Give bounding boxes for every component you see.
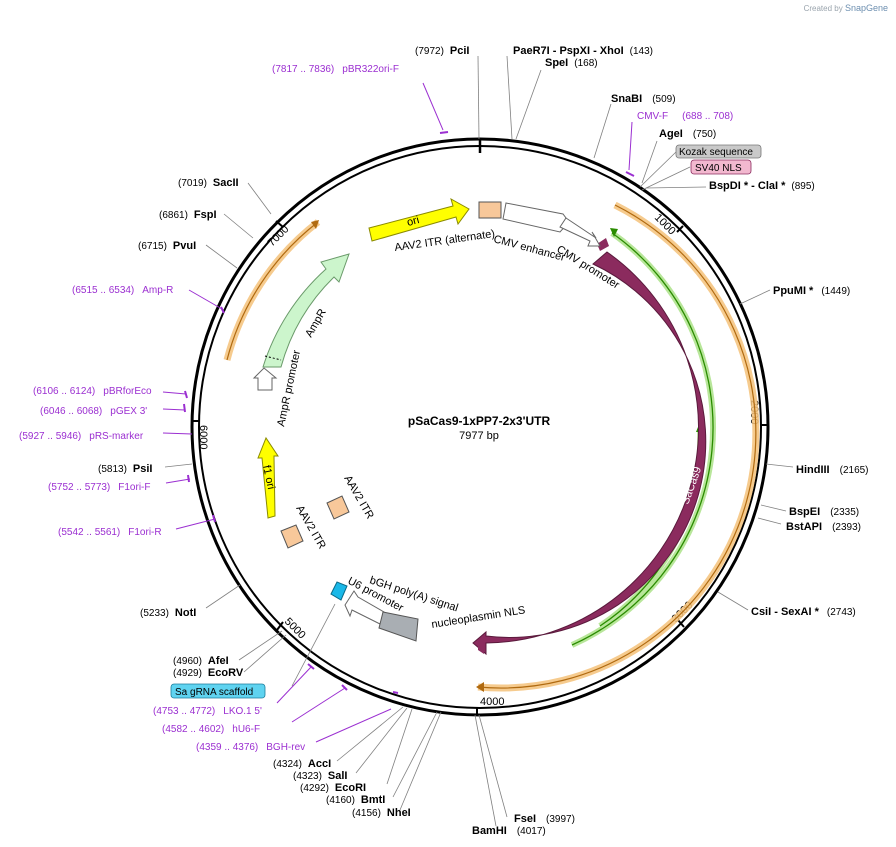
primer-lko1: (4753 .. 4772)LKO.1 5'	[153, 706, 262, 717]
site-csii: CsiI - SexAI *(2743)	[751, 606, 856, 618]
primer-pgex3: (6046 .. 6068)pGEX 3'	[40, 406, 147, 417]
site-agei: AgeI(750)	[659, 128, 716, 140]
site-leaders	[164, 55, 794, 827]
site-hindiii: HindIII(2165)	[796, 464, 869, 476]
u6-promoter-feature[interactable]	[330, 581, 348, 601]
site-psii: (5813)PsiI	[98, 463, 152, 475]
orange-band-arrow	[476, 682, 484, 692]
snapgene-logo: SnapGene	[844, 3, 888, 13]
orange-band-left-arrow	[311, 220, 319, 229]
site-bmti: (4160)BmtI	[326, 794, 385, 806]
green-line-outer	[571, 232, 714, 646]
sv40-leader	[641, 166, 691, 191]
primer-f1ori-r: (5542 .. 5561)F1ori-R	[58, 527, 162, 538]
sagrna-leader	[291, 603, 336, 687]
ori-feature[interactable]	[368, 197, 470, 242]
sa-grna-scaffold-label: Sa gRNA scaffold	[175, 687, 253, 698]
site-fspi: (6861)FspI	[159, 209, 217, 221]
bgh-polya-feature[interactable]	[378, 611, 419, 642]
kozak-box[interactable]: Kozak sequence	[675, 144, 762, 159]
kozak-label: Kozak sequence	[679, 147, 753, 158]
cmv-enhancer-label: CMV enhancer	[492, 233, 566, 264]
plasmid-name: pSaCas9-1xPP7-2x3'UTR	[408, 414, 551, 428]
tick-7000	[275, 220, 284, 228]
tick-label-4000: 4000	[480, 696, 504, 708]
cmv-promoter-feature[interactable]	[559, 217, 601, 247]
aav2-itr-box-2[interactable]	[326, 495, 350, 520]
cmv-enhancer-feature[interactable]	[502, 202, 570, 233]
green-arrow-1	[610, 228, 618, 237]
aav2-itr-label-2: AAV2 ITR	[341, 474, 375, 522]
orange-band-left-line	[226, 221, 319, 361]
tick-5000	[276, 621, 284, 631]
tick-label-6000: 6000	[197, 425, 209, 449]
site-afei: (4960)AfeI	[173, 655, 229, 667]
sa-grna-scaffold-box[interactable]: Sa gRNA scaffold	[170, 683, 266, 699]
primer-bgh-rev: (4359 .. 4376)BGH-rev	[196, 742, 305, 753]
aav2-itr-alt-label: AAV2 ITR (alternate)	[394, 228, 496, 254]
nucleoplasmin-mark	[478, 636, 484, 654]
tick-1000	[676, 225, 684, 233]
site-fsei: FseI(3997)	[514, 813, 575, 825]
kozak-leader	[639, 151, 677, 188]
orange-band-right-line	[477, 204, 757, 689]
tick-3000	[677, 619, 685, 628]
ampr-promoter-feature[interactable]	[252, 367, 278, 391]
site-noti: (5233)NotI	[140, 607, 196, 619]
ampr-feature[interactable]	[262, 253, 350, 368]
site-snabi: SnaBI(509)	[611, 93, 676, 105]
primer-prs-marker: (5927 .. 5946)pRS-marker	[19, 431, 144, 442]
site-sacii: (7019)SacII	[178, 177, 239, 189]
primer-leaders	[162, 82, 635, 743]
site-ppumi: PpuMI *(1449)	[773, 285, 850, 297]
site-acci: (4324)AccI	[273, 758, 331, 770]
aav2-itr-box-1[interactable]	[280, 524, 304, 549]
plasmid-size: 7977 bp	[459, 430, 499, 442]
site-ecori: (4292)EcoRI	[300, 782, 366, 794]
ampr-dash-mark	[264, 355, 282, 361]
sacas9-feature[interactable]	[472, 251, 707, 656]
site-clai: BspDI * - ClaI *(895)	[709, 180, 815, 192]
f1-ori-label: f1 ori	[260, 464, 277, 490]
created-by-text: Created by	[803, 4, 843, 13]
site-bamhi: BamHI(4017)	[472, 825, 546, 837]
ori-label: ori	[406, 214, 421, 229]
sv40-nls-mark	[597, 238, 609, 251]
aav2-itr-alt-box[interactable]	[478, 201, 502, 219]
aav2-itr-label-1: AAV2 ITR	[293, 504, 327, 552]
f1-ori-feature[interactable]	[257, 436, 279, 519]
site-nhei: (4156)NheI	[352, 807, 411, 819]
sv40-nls-label: SV40 NLS	[695, 163, 742, 174]
site-labels: (7972)PciI PaeR7I - PspXI - XhoI(143) Sp…	[98, 45, 869, 837]
site-pvui: (6715)PvuI	[138, 240, 196, 252]
created-by-credit: Created by SnapGene	[804, 3, 888, 13]
ampr-label: AmpR	[303, 307, 329, 340]
site-paer7i: PaeR7I - PspXI - XhoI(143)	[513, 45, 653, 57]
site-bstapi: BstAPI(2393)	[786, 521, 861, 533]
primer-amp-r: (6515 .. 6534)Amp-R	[72, 285, 173, 296]
primer-pbrforeco: (6106 .. 6124)pBRforEco	[33, 386, 152, 397]
primer-hu6-f: (4582 .. 4602)hU6-F	[162, 724, 260, 735]
primer-f1ori-f: (5752 .. 5773)F1ori-F	[48, 482, 151, 493]
site-ecorv: (4929)EcoRV	[173, 667, 244, 679]
site-bspei: BspEI(2335)	[789, 506, 859, 518]
site-spei: SpeI(168)	[545, 57, 598, 69]
primer-pbr322ori-f: (7817 .. 7836)pBR322ori-F	[272, 64, 399, 75]
primer-labels: (7817 .. 7836)pBR322ori-F CMV-F(688 .. 7…	[19, 64, 733, 753]
sv40-nls-box[interactable]: SV40 NLS	[690, 159, 752, 175]
site-sali: (4323)SalI	[293, 770, 347, 782]
site-pcii: (7972)PciI	[415, 45, 469, 57]
primer-cmv-f: CMV-F(688 .. 708)	[637, 111, 733, 122]
